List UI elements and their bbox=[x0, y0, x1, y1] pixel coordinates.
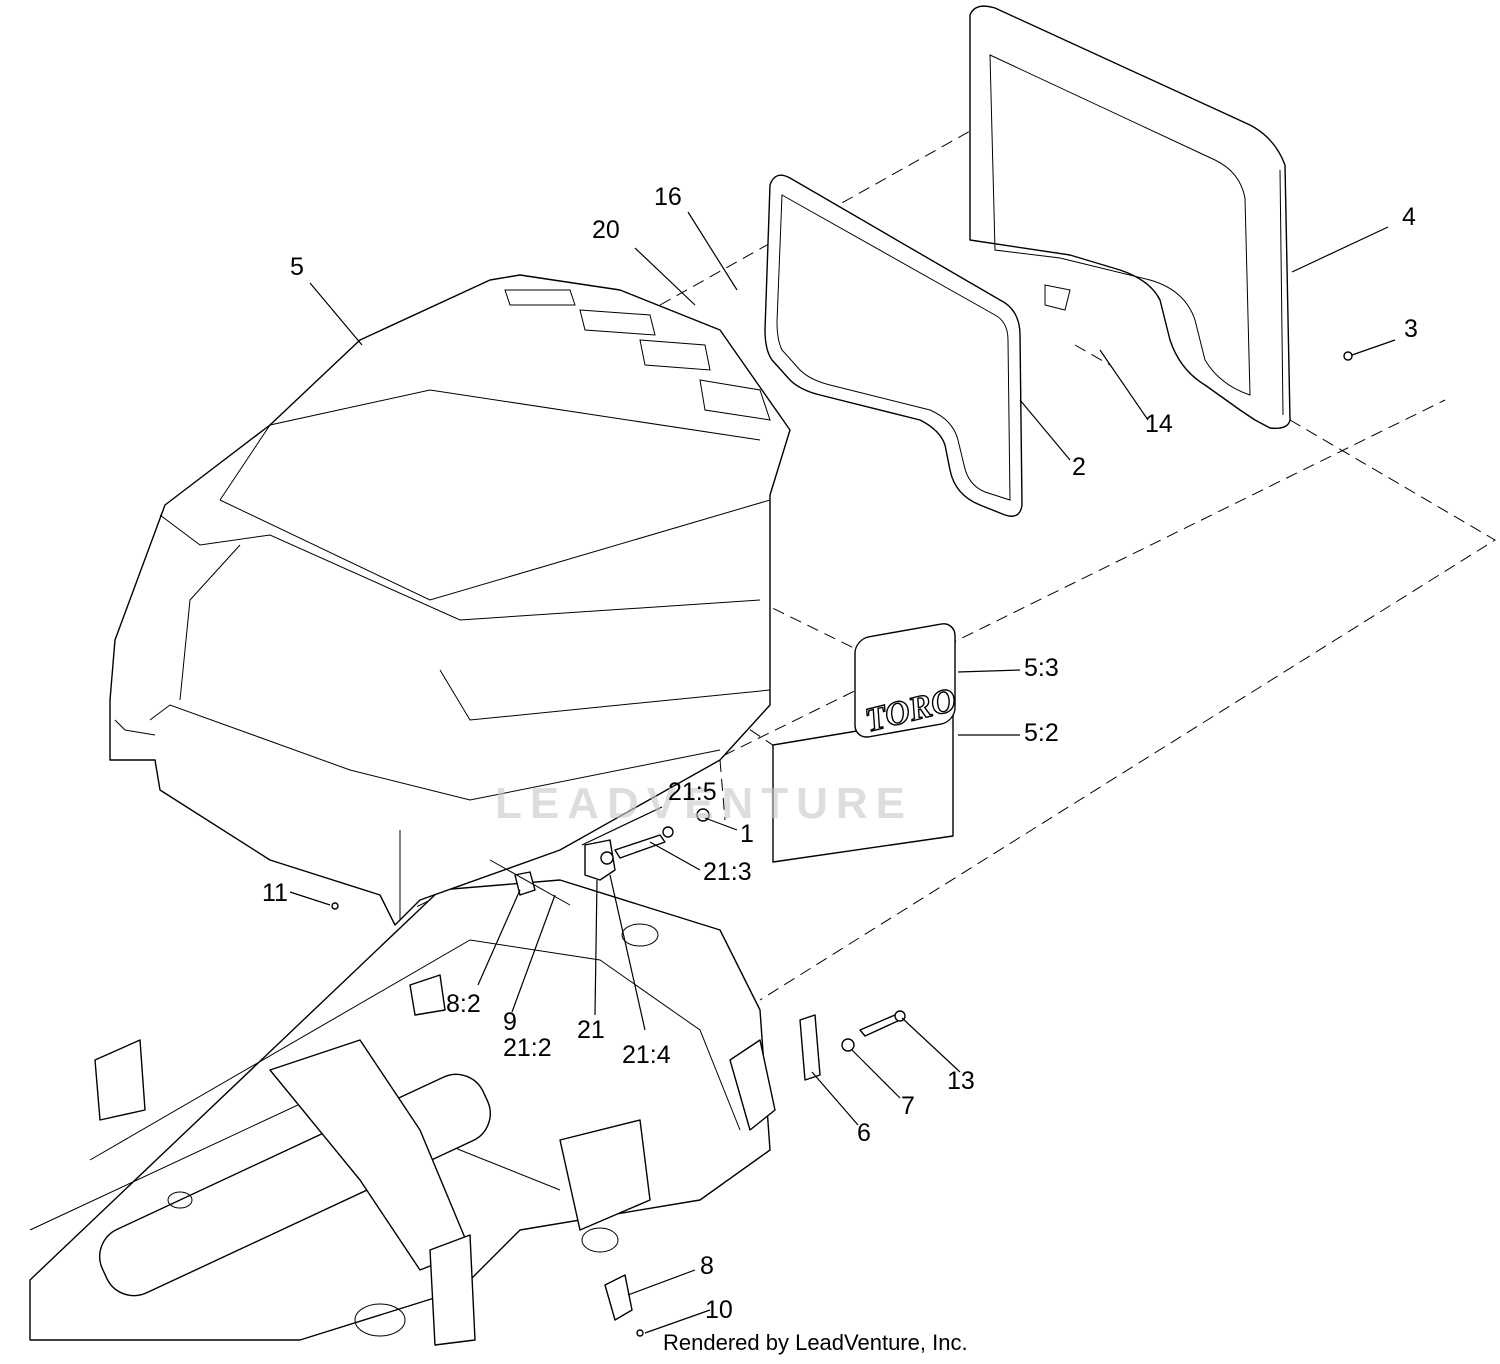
callout-16: 16 bbox=[654, 183, 682, 211]
callout-5: 5 bbox=[290, 253, 304, 281]
leader-lines bbox=[289, 211, 1396, 1334]
callout-5-2: 5:2 bbox=[1024, 719, 1059, 747]
callout-14: 14 bbox=[1145, 410, 1173, 438]
hood bbox=[109, 274, 791, 926]
callout-21-3: 21:3 bbox=[703, 858, 752, 886]
callouts: 16 20 5 4 3 14 2 5:3 5:2 21:5 1 21:3 11 … bbox=[262, 183, 1418, 1324]
watermark: LEADVENTURE bbox=[495, 779, 913, 828]
callout-8: 8 bbox=[700, 1252, 714, 1280]
callout-10: 10 bbox=[705, 1296, 733, 1324]
callout-2: 2 bbox=[1072, 453, 1086, 481]
callout-1: 1 bbox=[740, 820, 754, 848]
callout-7: 7 bbox=[901, 1092, 915, 1120]
chassis-frame bbox=[29, 879, 776, 1346]
callout-8-2: 8:2 bbox=[446, 990, 481, 1018]
rendered-by-footer: Rendered by LeadVenture, Inc. bbox=[663, 1330, 968, 1355]
callout-20: 20 bbox=[592, 216, 620, 244]
callout-4: 4 bbox=[1402, 203, 1416, 231]
callout-21: 21 bbox=[577, 1016, 605, 1044]
toro-decal-area: TORO bbox=[772, 623, 960, 863]
callout-21-5: 21:5 bbox=[668, 778, 717, 806]
rear-panel bbox=[969, 5, 1291, 430]
callout-3: 3 bbox=[1404, 315, 1418, 343]
callout-11: 11 bbox=[262, 879, 288, 907]
callout-21-4: 21:4 bbox=[622, 1041, 671, 1069]
callout-5-3: 5:3 bbox=[1024, 654, 1059, 682]
callout-21-2: 21:2 bbox=[503, 1034, 552, 1062]
callout-13: 13 bbox=[947, 1067, 975, 1095]
callout-6: 6 bbox=[857, 1119, 871, 1147]
rear-seal bbox=[764, 174, 1023, 517]
bracket-assembly bbox=[604, 351, 1353, 1337]
callout-9: 9 bbox=[503, 1008, 517, 1036]
